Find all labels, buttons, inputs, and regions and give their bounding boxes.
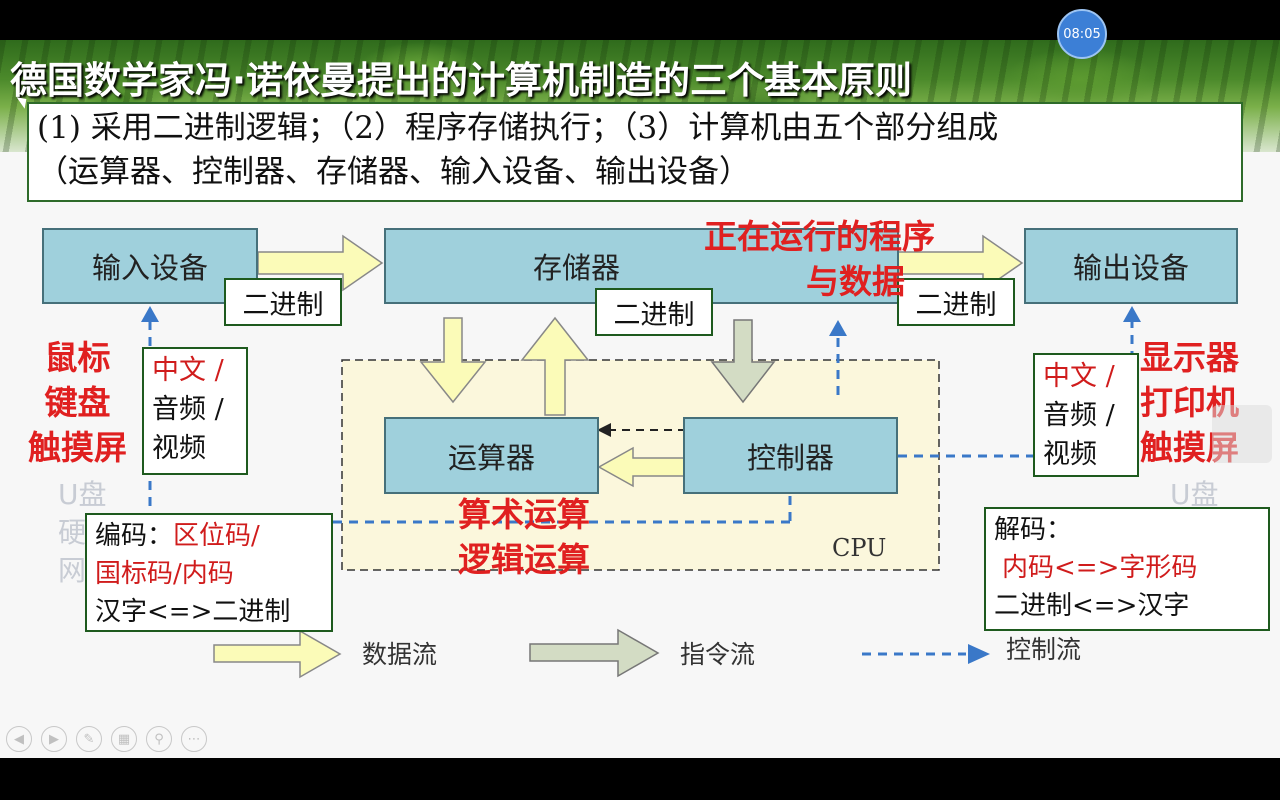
media-right-box: 中文 / 音频 / 视频 <box>1033 353 1139 477</box>
ghost-text-right: U盘 <box>1170 478 1219 511</box>
arrow-memory-to-output <box>897 234 1024 292</box>
media-left-box: 中文 / 音频 / 视频 <box>142 347 248 475</box>
next-icon[interactable]: ▶ <box>41 726 67 752</box>
principles-box: (1) 采用二进制逻辑；（2）程序存储执行；（3）计算机由五个部分组成 （运算器… <box>27 102 1243 202</box>
legend-control-flow: 控制流 <box>1006 635 1082 664</box>
output-device-box: 输出设备 <box>1024 228 1238 304</box>
principles-line-2: （运算器、控制器、存储器、输入设备、输出设备） <box>37 154 750 190</box>
legend-instruction-arrow <box>529 628 660 678</box>
arithmetic-label: 算术运算 逻辑运算 <box>458 495 590 579</box>
legend-instruction-flow: 指令流 <box>680 640 756 669</box>
more-icon[interactable]: ⋯ <box>181 726 207 752</box>
principles-line-1: (1) 采用二进制逻辑；（2）程序存储执行；（3）计算机由五个部分组成 <box>37 110 999 146</box>
zoom-icon[interactable]: ⚲ <box>146 726 172 752</box>
side-panel-button[interactable] <box>1212 405 1272 463</box>
alu-box: 运算器 <box>384 417 599 494</box>
input-examples: 鼠标 键盘 触摸屏 <box>28 338 127 467</box>
arrow-input-to-memory <box>257 234 384 292</box>
playback-toolbar: ◀ ▶ ✎ ▦ ⚲ ⋯ <box>6 726 207 752</box>
slide: 德国数学家冯·诺依曼提出的计算机制造的三个基本原则 (1) 采用二进制逻辑；（2… <box>0 40 1280 758</box>
legend-data-arrow <box>213 629 342 679</box>
cpu-label: CPU <box>832 534 887 562</box>
slides-icon[interactable]: ▦ <box>111 726 137 752</box>
arrow-controller-to-alu <box>597 446 687 488</box>
prev-icon[interactable]: ◀ <box>6 726 32 752</box>
ghost-text-left: U盘 硬 网 <box>58 478 107 587</box>
decode-box: 解码： 内码<=>字形码 二进制<=>汉字 <box>984 507 1270 631</box>
slide-title: 德国数学家冯·诺依曼提出的计算机制造的三个基本原则 <box>10 59 913 102</box>
running-program-label: 正在运行的程序 与数据 <box>704 217 935 301</box>
timer-badge: 08:05 <box>1057 9 1107 59</box>
encode-box: 编码：区位码/ 国标码/内码 汉字<=>二进制 <box>85 513 333 632</box>
pen-icon[interactable]: ✎ <box>76 726 102 752</box>
binary-tag-left: 二进制 <box>224 278 342 326</box>
legend-data-flow: 数据流 <box>362 640 438 669</box>
arrow-alu-to-memory <box>520 316 590 416</box>
controller-box: 控制器 <box>683 417 898 494</box>
input-device-box: 输入设备 <box>42 228 258 304</box>
memory-label: 存储器 <box>532 251 620 285</box>
arrow-memory-to-controller <box>710 319 776 404</box>
binary-tag-right: 二进制 <box>897 278 1015 326</box>
binary-tag-middle: 二进制 <box>595 288 713 336</box>
arrow-memory-to-alu <box>419 317 487 404</box>
